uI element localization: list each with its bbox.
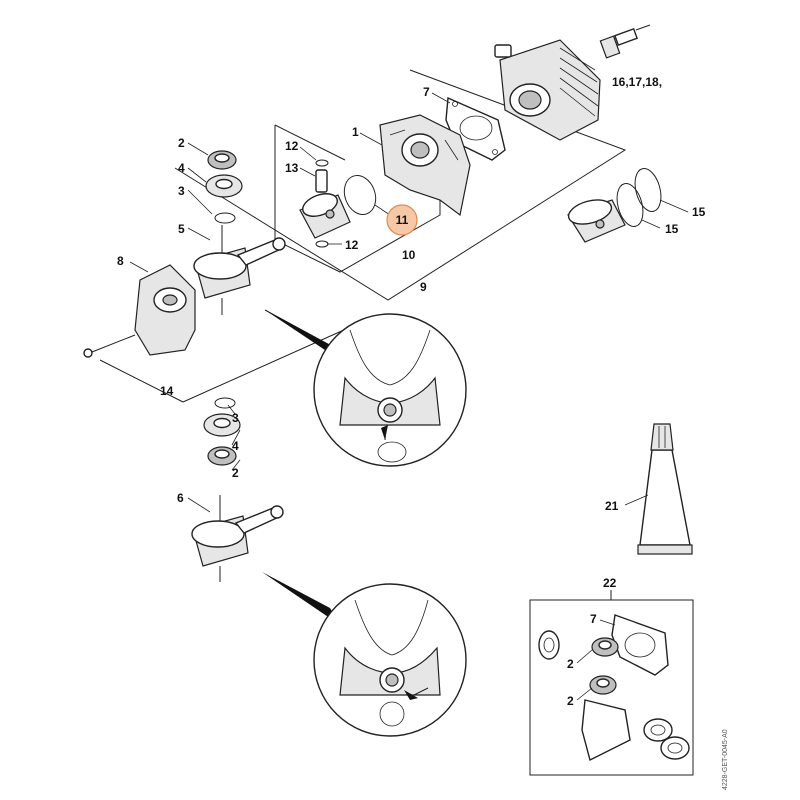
- label-12-bottom: 12: [345, 238, 359, 252]
- document-id: 4228-GET-0045-A0: [722, 729, 729, 790]
- label-3-top: 3: [178, 184, 185, 198]
- piston-ring-icon: [343, 175, 377, 215]
- piston-ring-spare-icon: [616, 168, 662, 227]
- label-2-bottom: 2: [232, 466, 239, 480]
- label-2-kit-top: 2: [567, 657, 574, 671]
- label-12-top: 12: [285, 139, 299, 153]
- label-8: 8: [117, 254, 124, 268]
- bearing-lower-icon: [203, 413, 241, 437]
- grease-tube-icon: [637, 423, 693, 555]
- label-21: 21: [605, 499, 619, 513]
- gasket-set-gasket-icon: [611, 614, 669, 676]
- detail-circle-upper: [265, 310, 467, 467]
- label-7-kit: 7: [590, 612, 597, 626]
- cylinder-icon: [494, 39, 601, 141]
- gasket-set-small-gaskets-icon: [538, 630, 690, 762]
- washer-lower-icon: [214, 397, 236, 409]
- label-4-bottom: 4: [232, 439, 239, 453]
- label-9: 9: [420, 280, 427, 294]
- gasket-set-seal-icon: [589, 637, 619, 695]
- label-1: 1: [352, 125, 359, 139]
- label-2-kit-bottom: 2: [567, 694, 574, 708]
- label-15-left: 15: [665, 222, 679, 236]
- label-14: 14: [160, 384, 174, 398]
- crankshaft-alt-icon: [191, 495, 284, 582]
- label-3-bottom: 3: [232, 411, 239, 425]
- detail-circle-lower: [262, 572, 467, 737]
- bearing-upper-icon: [205, 174, 243, 198]
- callout-11-highlight[interactable]: 11: [386, 204, 418, 236]
- leader-lines: [129, 92, 689, 701]
- piston-spare-icon: [567, 199, 626, 243]
- label-2-top: 2: [178, 136, 185, 150]
- washer-upper-icon: [214, 212, 236, 224]
- screw-icon: [83, 334, 136, 358]
- crankshaft-icon: [193, 225, 286, 315]
- label-4-top: 4: [178, 161, 185, 175]
- label-5: 5: [178, 222, 185, 236]
- label-22: 22: [603, 576, 617, 590]
- label-10: 10: [402, 248, 416, 262]
- label-15-right: 15: [692, 205, 706, 219]
- seal-lower-icon: [207, 446, 237, 466]
- gasket-set-box: [529, 590, 694, 776]
- piston-icon: [299, 193, 351, 239]
- seal-upper-icon: [207, 150, 237, 170]
- spark-plug-icon: [599, 24, 651, 59]
- label-11: 11: [396, 213, 409, 227]
- label-7: 7: [423, 85, 430, 99]
- crankcase-half-icon: [379, 114, 471, 217]
- label-6: 6: [177, 491, 184, 505]
- piston-pin-icon: [315, 169, 328, 193]
- crankcase-other-half-icon: [134, 264, 196, 356]
- label-13: 13: [285, 161, 299, 175]
- label-16-17-18: 16,17,18,: [612, 75, 662, 89]
